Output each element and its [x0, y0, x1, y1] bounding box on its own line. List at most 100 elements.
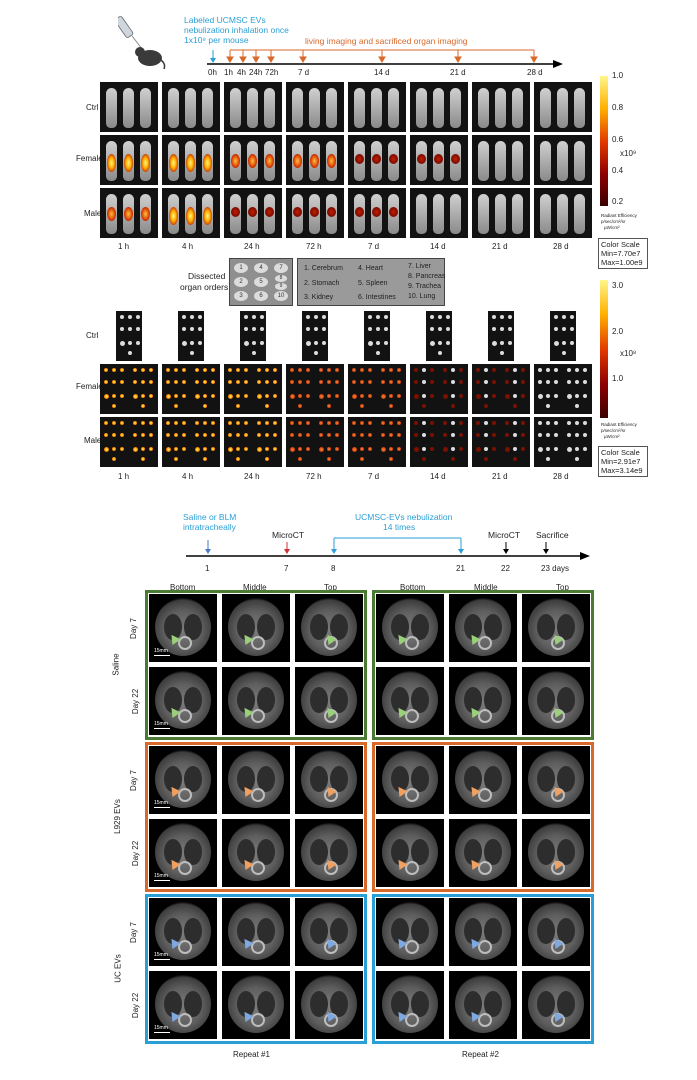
exvivo-panel [116, 311, 142, 361]
tick-1h: 1h [224, 68, 233, 77]
organ-spot [500, 327, 504, 331]
organ-spot [484, 421, 488, 425]
mouse-silhouette [247, 141, 258, 181]
exvivo-panel [364, 311, 390, 361]
organ-spot [446, 315, 450, 319]
organ-spot [120, 341, 125, 346]
organ-spot [438, 341, 442, 345]
organ-spot [505, 433, 509, 437]
organ-spot [389, 433, 393, 437]
mouse-silhouette [264, 194, 275, 234]
organ-spot [538, 421, 542, 425]
invivo-row-ctrl: Ctrl [86, 103, 99, 112]
mouse-silhouette [140, 88, 151, 128]
invivo-panel [410, 82, 468, 132]
ct-slice [522, 898, 590, 966]
organ-spot [583, 368, 587, 372]
organ-spot [322, 315, 326, 319]
ct-slice [376, 819, 444, 887]
ct-slice: 15mm [149, 667, 217, 735]
organ-spot [360, 404, 364, 408]
organ-spot [314, 341, 318, 345]
fluorescence-signal [327, 153, 336, 168]
organ-spot [198, 341, 202, 345]
organ-spot [290, 433, 294, 437]
organ-spot [319, 368, 323, 372]
organ-spot [554, 433, 558, 437]
mouse-silhouette [123, 141, 134, 181]
organ-spot [368, 380, 372, 384]
ct-slice [222, 819, 290, 887]
organ-spot [368, 421, 372, 425]
organ-spot [546, 404, 550, 408]
organ-spot [554, 421, 558, 425]
exvivo-panel [410, 364, 468, 414]
tick-day-22: 22 [501, 564, 510, 573]
organ-spot [446, 327, 450, 331]
organ-spot [430, 394, 434, 398]
organ-spot [244, 327, 248, 331]
fluorescence-signal [293, 206, 302, 217]
organ-spot [128, 341, 132, 345]
organ-spot [298, 433, 302, 437]
organ-spot [430, 421, 434, 425]
ct-slice [222, 971, 290, 1039]
organ-legend-item: 2. Stomach [304, 280, 340, 287]
organ-spot [484, 433, 488, 437]
dose-label: 1x10⁹ per mouse [184, 35, 249, 45]
organ-spot [476, 421, 480, 425]
organ-spot [368, 447, 372, 451]
organ-legend-item: 9. Trachea [408, 283, 442, 290]
invivo-scale-caption: µW/cm² [604, 225, 620, 230]
mouse-silhouette [123, 88, 134, 128]
mouse-silhouette [450, 141, 461, 181]
scale-box-title: Color Scale [601, 240, 640, 249]
tick-7d: 7 d [298, 68, 310, 77]
organ-spot [190, 327, 194, 331]
organ-spot [414, 368, 418, 372]
organ-spot [228, 380, 232, 384]
organ-spot [492, 433, 496, 437]
exvivo-panel [162, 364, 220, 414]
organ-spot [422, 421, 426, 425]
ct-slice [522, 819, 590, 887]
invivo-time-21d: 21 d [492, 242, 508, 251]
organ-spot [414, 447, 419, 452]
invivo-scale-tick: 0.4 [612, 166, 624, 175]
organ-spot [166, 394, 171, 399]
organ-spot [133, 394, 138, 399]
organ-spot [368, 368, 372, 372]
mouse-silhouette [540, 141, 551, 181]
organ-spot [583, 421, 587, 425]
organ-legend-item: 5. Spleen [358, 280, 388, 287]
mouse-silhouette [388, 141, 399, 181]
mouse-silhouette [574, 88, 585, 128]
organ-spot [257, 368, 261, 372]
organ-spot [508, 327, 512, 331]
organ-spot [389, 421, 393, 425]
exvivo-row-male: Male [84, 436, 102, 445]
mouse-silhouette [388, 88, 399, 128]
invivo-scale-caption: Radiant Efficiency [601, 213, 637, 218]
organ-spot [430, 368, 434, 372]
ct-slice [295, 594, 363, 662]
mouse-silhouette [371, 141, 382, 181]
organ-spot [244, 315, 248, 319]
organ-spot [327, 394, 331, 398]
organ-spot [265, 380, 269, 384]
organ-spot [521, 394, 525, 398]
mouse-silhouette [326, 88, 337, 128]
organ-spot [360, 380, 364, 384]
exvivo-time-24h: 24 h [244, 472, 260, 481]
organ-spot [236, 368, 240, 372]
organ-spot [141, 457, 145, 461]
exvivo-panel [100, 417, 158, 467]
organ-spot [476, 394, 481, 399]
exvivo-time-21d: 21 d [492, 472, 508, 481]
invivo-panel [162, 82, 220, 132]
organ-spot [203, 457, 207, 461]
organ-spot [352, 433, 356, 437]
organ-spot [149, 394, 153, 398]
invivo-panel [224, 135, 282, 185]
